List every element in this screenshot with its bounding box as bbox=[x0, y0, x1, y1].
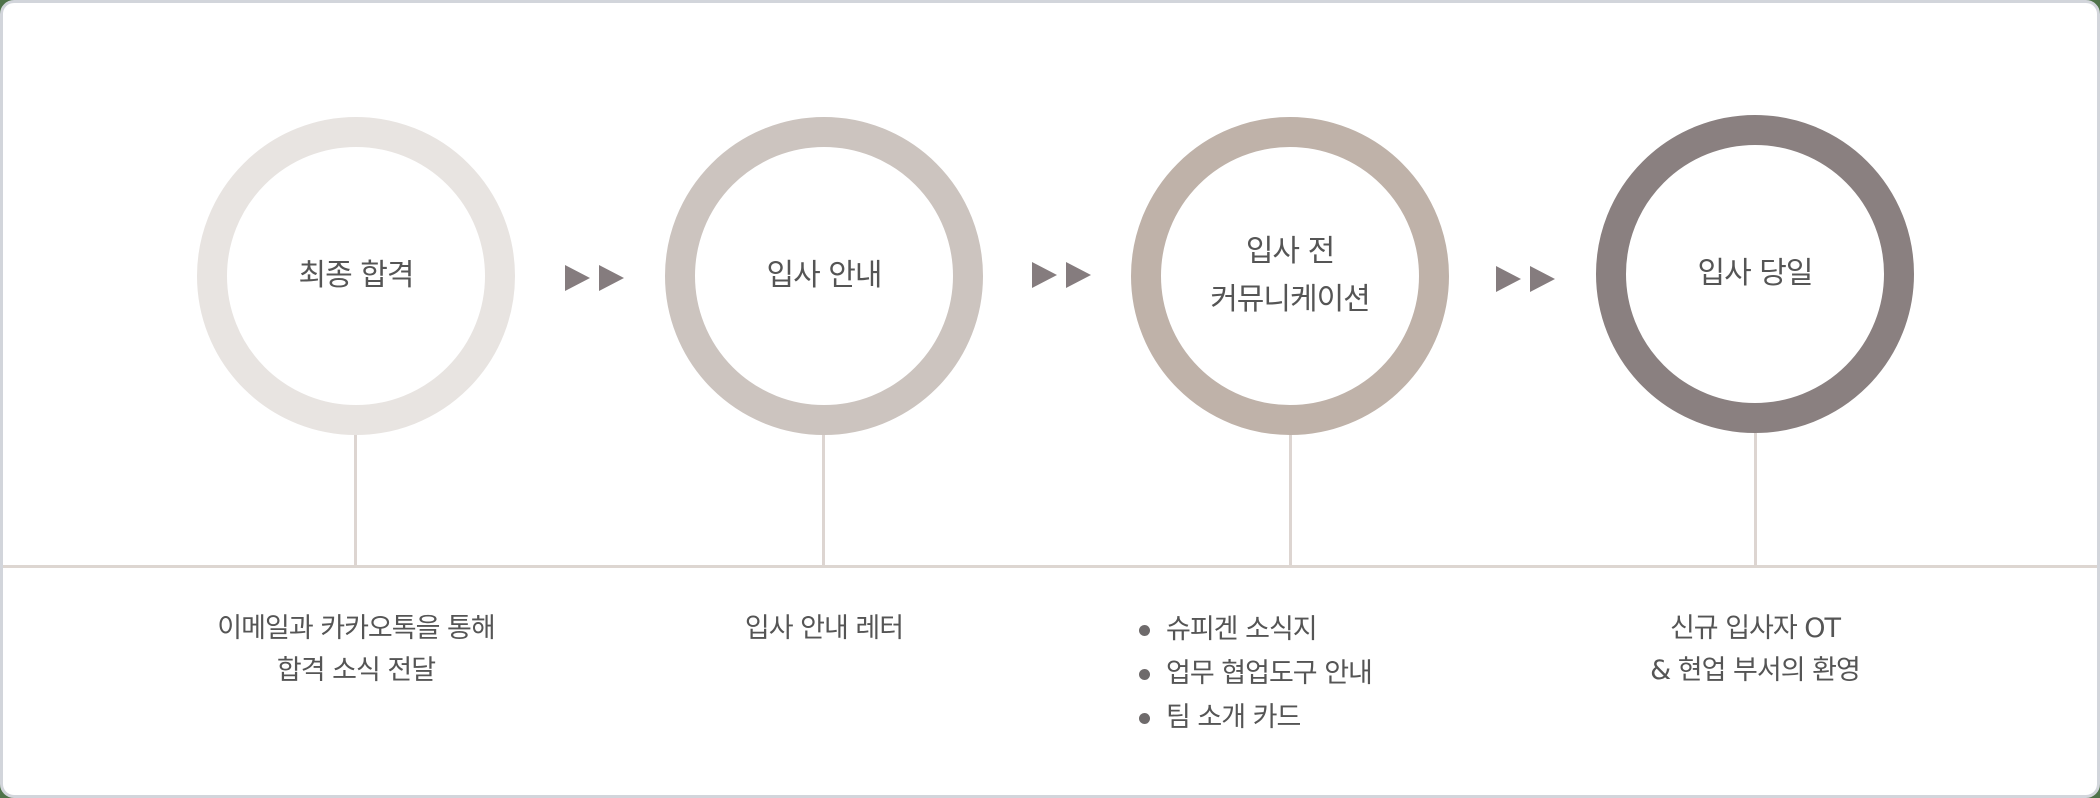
connector-line bbox=[354, 435, 357, 566]
step-title-line-1: 입사 전 bbox=[1245, 234, 1335, 269]
step-bullets-pre-joining-communication: 슈피겐 소식지 업무 협업도구 안내 팀 소개 카드 bbox=[1139, 608, 1373, 740]
bullet-dot-icon bbox=[1139, 712, 1150, 724]
arrow-triangle bbox=[1032, 262, 1057, 288]
bullet-text: 업무 협업도구 안내 bbox=[1166, 658, 1373, 689]
description-line: 신규 입사자 OT bbox=[1669, 613, 1841, 644]
step-circle-joining-guide: 입사 안내 bbox=[665, 117, 983, 435]
description-line: 이메일과 카카오톡을 통해 bbox=[217, 613, 495, 644]
double-play-arrow-icon bbox=[1032, 262, 1091, 288]
step-title: 입사 안내 bbox=[766, 258, 883, 293]
bullet-dot-icon bbox=[1139, 624, 1150, 636]
step-description-first-day: 신규 입사자 OT & 현업 부서의 환영 bbox=[1555, 608, 1955, 692]
arrow-triangle bbox=[565, 265, 590, 291]
bullet-item: 팀 소개 카드 bbox=[1139, 696, 1372, 740]
double-play-arrow-icon bbox=[1496, 266, 1555, 292]
step-description-final-pass: 이메일과 카카오톡을 통해 합격 소식 전달 bbox=[156, 608, 556, 692]
step-circle-first-day: 입사 당일 bbox=[1596, 115, 1914, 433]
arrow-triangle bbox=[599, 265, 624, 291]
bullet-item: 업무 협업도구 안내 bbox=[1139, 652, 1373, 696]
step-title: 입사 당일 bbox=[1697, 256, 1814, 291]
bullet-dot-icon bbox=[1139, 668, 1150, 680]
description-line: 합격 소식 전달 bbox=[276, 655, 436, 686]
connector-line bbox=[1754, 433, 1757, 566]
step-title: 최종 합격 bbox=[298, 258, 415, 293]
step-circle-pre-joining-communication: 입사 전 커뮤니케이션 bbox=[1131, 117, 1449, 435]
step-description-joining-guide: 입사 안내 레터 bbox=[624, 608, 1024, 650]
connector-line bbox=[822, 435, 825, 566]
double-play-arrow-icon bbox=[565, 265, 624, 291]
arrow-triangle bbox=[1066, 262, 1091, 288]
step-circle-final-pass: 최종 합격 bbox=[197, 117, 515, 435]
timeline-baseline bbox=[3, 565, 2097, 568]
bullet-text: 슈피겐 소식지 bbox=[1166, 614, 1318, 645]
description-line: 입사 안내 레터 bbox=[744, 613, 904, 644]
description-line: & 현업 부서의 환영 bbox=[1650, 655, 1861, 686]
bullet-text: 팀 소개 카드 bbox=[1166, 702, 1301, 733]
step-title-line-2: 커뮤니케이션 bbox=[1210, 282, 1371, 317]
bullet-item: 슈피겐 소식지 bbox=[1139, 608, 1372, 652]
connector-line bbox=[1289, 435, 1292, 566]
arrow-triangle bbox=[1530, 266, 1555, 292]
arrow-triangle bbox=[1496, 266, 1521, 292]
